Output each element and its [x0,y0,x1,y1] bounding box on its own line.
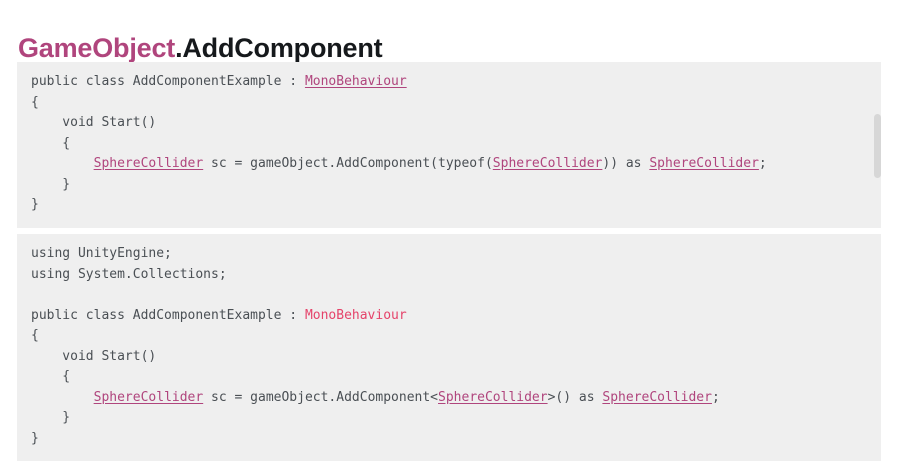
code-text: { [31,328,39,343]
code-text [31,156,94,171]
code-text: } [31,176,71,192]
code-content-typeof[interactable]: public class AddComponentExample : MonoB… [31,72,867,216]
code-text: void Start() [31,348,157,364]
code-text: { [31,369,71,384]
code-type-link[interactable]: SphereCollider [93,156,204,171]
page-title-member: .AddComponent [175,33,383,64]
code-content-generic[interactable]: using UnityEngine; using System.Collecti… [31,244,867,449]
code-text: sc = gameObject.AddComponent< [203,389,439,405]
code-type-link[interactable]: MonoBehaviour [304,74,407,89]
code-type-link[interactable]: SphereCollider [438,389,548,405]
code-text: } [31,410,71,425]
code-text: } [31,430,39,446]
code-type-keyword: MonoBehaviour [304,307,407,323]
code-block-typeof: public class AddComponentExample : MonoB… [17,62,881,228]
code-type-link[interactable]: SphereCollider [649,156,759,171]
code-text: ; [711,389,720,405]
page-title-owner: GameObject [18,33,176,64]
code-text: public class AddComponentExample : [31,307,305,323]
code-text: using UnityEngine; [31,246,172,261]
code-text [31,390,94,405]
code-text: public class AddComponentExample : [31,74,305,89]
code-type-link[interactable]: SphereCollider [492,156,603,171]
code-scrollbar-vertical[interactable] [874,114,881,178]
code-text: )) as [602,156,650,171]
page-title: GameObject.AddComponent [18,31,383,65]
code-text: void Start() [31,115,157,130]
code-text: using System.Collections; [31,266,227,282]
code-type-link[interactable]: SphereCollider [93,389,204,405]
code-text: ; [758,156,767,171]
code-text: { [31,94,39,110]
code-text: } [31,197,39,212]
code-text: >() as [547,389,603,405]
code-block-generic: using UnityEngine; using System.Collecti… [17,234,881,461]
code-text: { [31,135,71,151]
code-text: sc = gameObject.AddComponent(typeof( [203,156,493,171]
code-type-link[interactable]: SphereCollider [602,389,712,405]
